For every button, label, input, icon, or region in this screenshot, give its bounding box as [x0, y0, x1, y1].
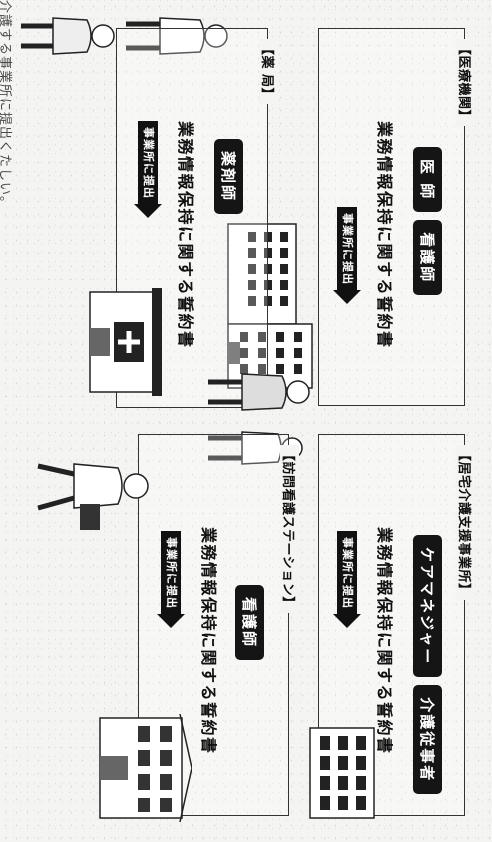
- panel-medical-institution: 【医療機関】 医 師 看護師 業務情報保持に関する誓約書 事業所に提出: [318, 28, 475, 406]
- panel-label: 【訪問看護ステーション】: [280, 445, 299, 613]
- nursing-station-building-icon: [99, 714, 192, 823]
- arrow-right-icon: [333, 290, 361, 304]
- pledge-document-label: 業務情報保持に関する誓約書: [375, 121, 394, 349]
- panel-label: 【薬 局】: [259, 39, 278, 105]
- pledge-document-label: 業務情報保持に関する誓約書: [199, 527, 218, 755]
- role-badges: ケアマネジャー 介護従事者: [413, 535, 442, 795]
- submit-to-office-arrow: 事業所に提出: [333, 531, 361, 628]
- person-icon: [21, 17, 115, 55]
- role-badge-nurse: 看護師: [235, 585, 264, 661]
- role-badge-nurse: 看護師: [413, 220, 442, 296]
- panel-label: 【居宅介護支援事業所】: [456, 445, 475, 600]
- office-building-icon: [309, 727, 375, 819]
- submit-to-office-arrow: 事業所に提出: [333, 207, 361, 304]
- person-icon: [126, 17, 228, 55]
- submit-label: 事業所に提出: [138, 121, 158, 205]
- person-icon: [37, 463, 149, 530]
- submit-label: 事業所に提出: [161, 531, 181, 615]
- role-badges: 薬剤師: [214, 139, 243, 215]
- pledge-document-label: 業務情報保持に関する誓約書: [176, 121, 195, 349]
- role-badge-pharmacist: 薬剤師: [214, 139, 243, 215]
- submit-to-office-arrow: 事業所に提出: [157, 531, 185, 628]
- role-badges: 看護師: [235, 585, 264, 661]
- arrow-right-icon: [134, 204, 162, 218]
- submit-to-office-arrow: 事業所に提出: [134, 121, 162, 218]
- role-badge-care-worker: 介護従事者: [413, 685, 442, 795]
- arrow-right-icon: [333, 614, 361, 628]
- pharmacy-building-icon: [89, 288, 162, 396]
- submit-label: 事業所に提出: [337, 531, 357, 615]
- role-badge-care-manager: ケアマネジャー: [413, 535, 442, 678]
- role-badges: 医 師 看護師: [413, 147, 442, 296]
- role-badge-doctor: 医 師: [413, 147, 442, 213]
- panel-label: 【医療機関】: [456, 39, 475, 127]
- intro-text: 介護する事業所に提出くたしい。: [0, 0, 12, 211]
- arrow-right-icon: [157, 614, 185, 628]
- pledge-document-label: 業務情報保持に関する誓約書: [375, 527, 394, 755]
- submit-label: 事業所に提出: [337, 207, 357, 291]
